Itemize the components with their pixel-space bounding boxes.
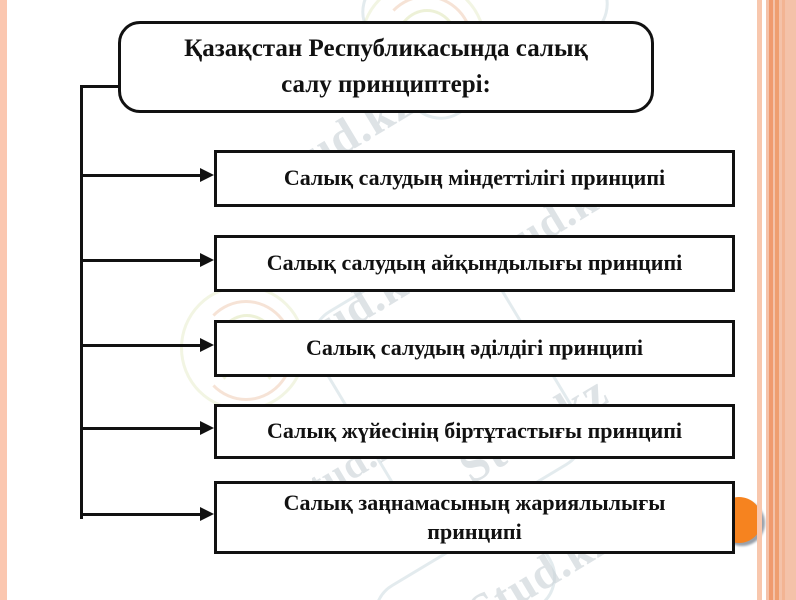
connector-title-line: [80, 85, 120, 88]
left-edge-stripe: [0, 0, 7, 600]
principle-label: Салық заңнамасының жариялылығы принципі: [283, 489, 666, 544]
connector-arrow-5: [80, 507, 214, 521]
principle-label: Салық салудың айқындылығы принципі: [266, 250, 683, 276]
principle-box-3: Салық салудың әділдігі принципі: [214, 320, 735, 377]
connector-arrow-1: [80, 168, 214, 182]
right-edge-stripe-dark: [775, 0, 779, 600]
connector-trunk-line: [80, 85, 83, 519]
principle-box-1: Салық салудың міндеттілігі принципі: [214, 150, 735, 207]
right-edge-stripe-thin: [757, 0, 762, 600]
principle-box-4: Салық жүйесінің біртұтастығы принципі: [214, 404, 735, 459]
right-edge-stripe-band: [766, 0, 796, 600]
principle-label: Салық салудың міндеттілігі принципі: [283, 165, 666, 191]
principle-label: Салық жүйесінің біртұтастығы принципі: [266, 418, 683, 444]
right-edge-stripe-dark: [769, 0, 773, 600]
connector-arrow-4: [80, 421, 214, 435]
diagram-title-box: Қазақстан Республикасында салық салу при…: [118, 21, 654, 113]
principle-box-2: Салық салудың айқындылығы принципі: [214, 235, 735, 292]
diagram-title: Қазақстан Республикасында салық салу при…: [184, 34, 588, 98]
principle-label: Салық салудың әділдігі принципі: [305, 335, 644, 361]
connector-arrow-3: [80, 338, 214, 352]
right-edge-stripe-dark: [782, 0, 785, 600]
connector-arrow-2: [80, 253, 214, 267]
principle-box-5: Салық заңнамасының жариялылығы принципі: [214, 481, 735, 554]
